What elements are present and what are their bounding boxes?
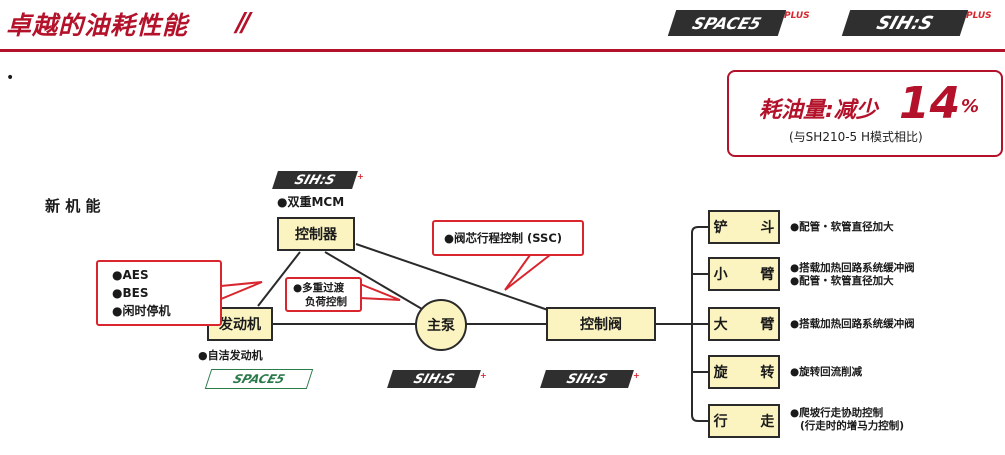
page-title: 卓越的油耗性能	[6, 11, 189, 40]
output-bucket-note-1: ●配管・软管直径加大	[790, 221, 894, 233]
bullet: •	[6, 70, 15, 86]
pump-node: 主泵	[415, 299, 467, 351]
pump-callout: ●多重过渡 负荷控制	[285, 277, 362, 312]
engine-callout-item-3: ●闲时停机	[112, 304, 171, 318]
output-bucket: 铲 斗	[708, 210, 780, 244]
sihs-plus-mark: PLUS	[966, 11, 992, 21]
valve-callout: ●阀芯行程控制 (SSC)	[432, 220, 584, 256]
space5-plus-mark: PLUS	[784, 11, 810, 21]
output-arm-note-2: ●配管・软管直径加大	[790, 275, 894, 287]
output-boom: 大 臂	[708, 307, 780, 341]
sihs-logo-valve: SIH:S +	[540, 370, 640, 388]
space5-plus-logo: SPACE5 PLUS	[667, 10, 810, 36]
engine-callout-pointer	[220, 281, 263, 300]
valve-callout-text: ●阀芯行程控制 (SSC)	[444, 231, 563, 245]
output-travel: 行 走	[708, 404, 780, 438]
sihs-logo-valve-plus: +	[633, 370, 640, 380]
pump-callout-line-2: 负荷控制	[305, 296, 347, 308]
output-arm-label: 小 臂	[713, 267, 789, 283]
sihs-logo-controller-text: SIH:S	[272, 171, 358, 189]
output-travel-note-1: ●爬坡行走协助控制	[790, 407, 884, 419]
engine-callout: ●AES ●BES ●闲时停机	[96, 260, 222, 326]
fuel-reduction-note: (与SH210-5 H模式相比)	[789, 130, 923, 144]
sihs-logo-controller-plus: +	[357, 171, 364, 181]
controller-engine-line	[257, 251, 301, 307]
space5-logo-engine-text: SPACE5	[204, 369, 314, 389]
space5-logo-engine: SPACE5	[204, 369, 314, 389]
sihs-logo-pump-plus: +	[480, 370, 487, 380]
output-swing: 旋 转	[708, 355, 780, 389]
sihs-logo-pump: SIH:S +	[387, 370, 487, 388]
section-label: 新 机 能	[45, 197, 101, 215]
pump-callout-line-1: ●多重过渡	[293, 282, 345, 294]
output-swing-label: 旋 转	[713, 365, 789, 381]
output-arm: 小 臂	[708, 257, 780, 291]
output-travel-note-2: (行走时的增马力控制)	[800, 420, 905, 432]
mcm-note: ●双重MCM	[277, 195, 345, 209]
output-arm-note-1: ●搭载加热回路系统缓冲阀	[790, 262, 915, 274]
sihs-logo-valve-text: SIH:S	[540, 370, 634, 388]
engine-callout-item-1: ●AES	[112, 268, 149, 282]
sihs-logo-pump-text: SIH:S	[387, 370, 481, 388]
output-boom-note-1: ●搭载加热回路系统缓冲阀	[790, 318, 915, 330]
engine-note: ●自洁发动机	[198, 349, 263, 362]
output-travel-label: 行 走	[713, 414, 789, 430]
engine-label: 发动机	[219, 317, 261, 333]
control-valve-node: 控制阀	[546, 307, 656, 341]
output-boom-label: 大 臂	[713, 317, 789, 333]
fuel-reduction-number: 14	[899, 78, 961, 129]
fuel-reduction-unit: %	[961, 96, 980, 117]
controller-pump-line	[324, 251, 423, 310]
header-rule	[0, 49, 1005, 52]
pump-callout-pointer	[359, 283, 401, 301]
controller-valve-line	[355, 243, 549, 311]
valve-callout-pointer	[504, 254, 551, 291]
pump-label: 主泵	[427, 318, 455, 334]
controller-node: 控制器	[277, 217, 355, 251]
control-valve-label: 控制阀	[580, 317, 622, 333]
engine-callout-item-2: ●BES	[112, 286, 149, 300]
output-swing-note-1: ●旋转回流削减	[790, 366, 863, 378]
output-bucket-label: 铲 斗	[713, 220, 789, 236]
sihs-logo-controller: SIH:S +	[272, 171, 364, 189]
fuel-reduction-highlight: 耗油量:减少 14 % (与SH210-5 H模式相比)	[727, 70, 1003, 157]
fuel-reduction-label: 耗油量:减少	[759, 98, 878, 123]
sihs-plus-logo: SIH:S PLUS	[841, 10, 992, 36]
controller-label: 控制器	[295, 227, 337, 243]
